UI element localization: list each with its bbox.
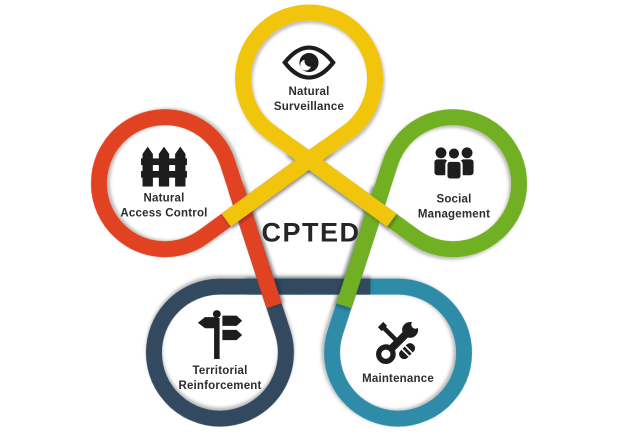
ribbon-territorial-reinforcement: [145, 186, 371, 427]
ribbon-natural-access-control: [90, 109, 330, 309]
ribbon-social-management: [288, 109, 528, 309]
ribbon-maintenance: [247, 186, 473, 427]
diagram-title: CPTED: [261, 217, 361, 248]
ribbon-natural-surveillance: [221, 4, 397, 227]
